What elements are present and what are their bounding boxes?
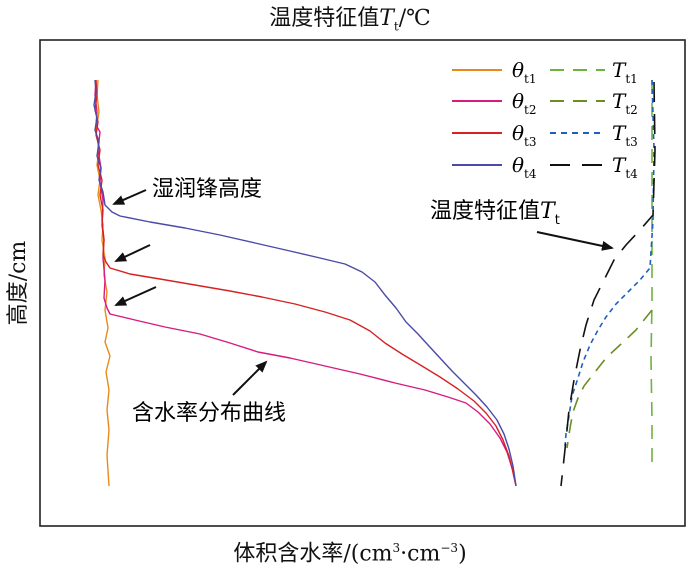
annotation-wetting-front: 湿润锋高度 bbox=[152, 177, 262, 202]
series-T-t4 bbox=[560, 81, 656, 487]
series-T-t1 bbox=[650, 80, 653, 470]
series-T-t2 bbox=[566, 309, 653, 449]
annotation-temp-char: 温度特征值Tt bbox=[430, 199, 560, 228]
annotation-moisture-curve: 含水率分布曲线 bbox=[132, 401, 286, 426]
legend-label-T-t3: Tt3 bbox=[612, 121, 638, 149]
legend-label-T-t1: Tt1 bbox=[612, 58, 638, 86]
plot-frame bbox=[39, 39, 686, 527]
legend: θt1 Tt1 θt2 Tt2 θt3 Tt3 θt4 Tt4 bbox=[452, 58, 638, 181]
legend-label-T-t2: Tt2 bbox=[612, 89, 638, 117]
arrow-wetting-front-1 bbox=[112, 189, 147, 205]
chart-title: 温度特征值Tt/℃ bbox=[269, 6, 431, 34]
series-theta-t3 bbox=[94, 79, 517, 487]
arrow-wetting-front-3 bbox=[114, 286, 157, 306]
arrow-temp-char bbox=[536, 231, 614, 251]
legend-label-theta-t2: θt2 bbox=[512, 89, 537, 117]
legend-label-T-t4: Tt4 bbox=[612, 153, 638, 181]
arrow-moisture-curve bbox=[232, 360, 268, 396]
legend-label-theta-t3: θt3 bbox=[512, 121, 537, 149]
legend-label-theta-t1: θt1 bbox=[512, 58, 537, 86]
legend-label-theta-t4: θt4 bbox=[512, 153, 537, 181]
arrow-wetting-front-2 bbox=[114, 244, 151, 262]
x-axis-label: 体积含水率/(cm3·cm−3) bbox=[233, 541, 467, 567]
series-T-t3 bbox=[564, 79, 655, 447]
series-theta-t4 bbox=[93, 79, 517, 487]
